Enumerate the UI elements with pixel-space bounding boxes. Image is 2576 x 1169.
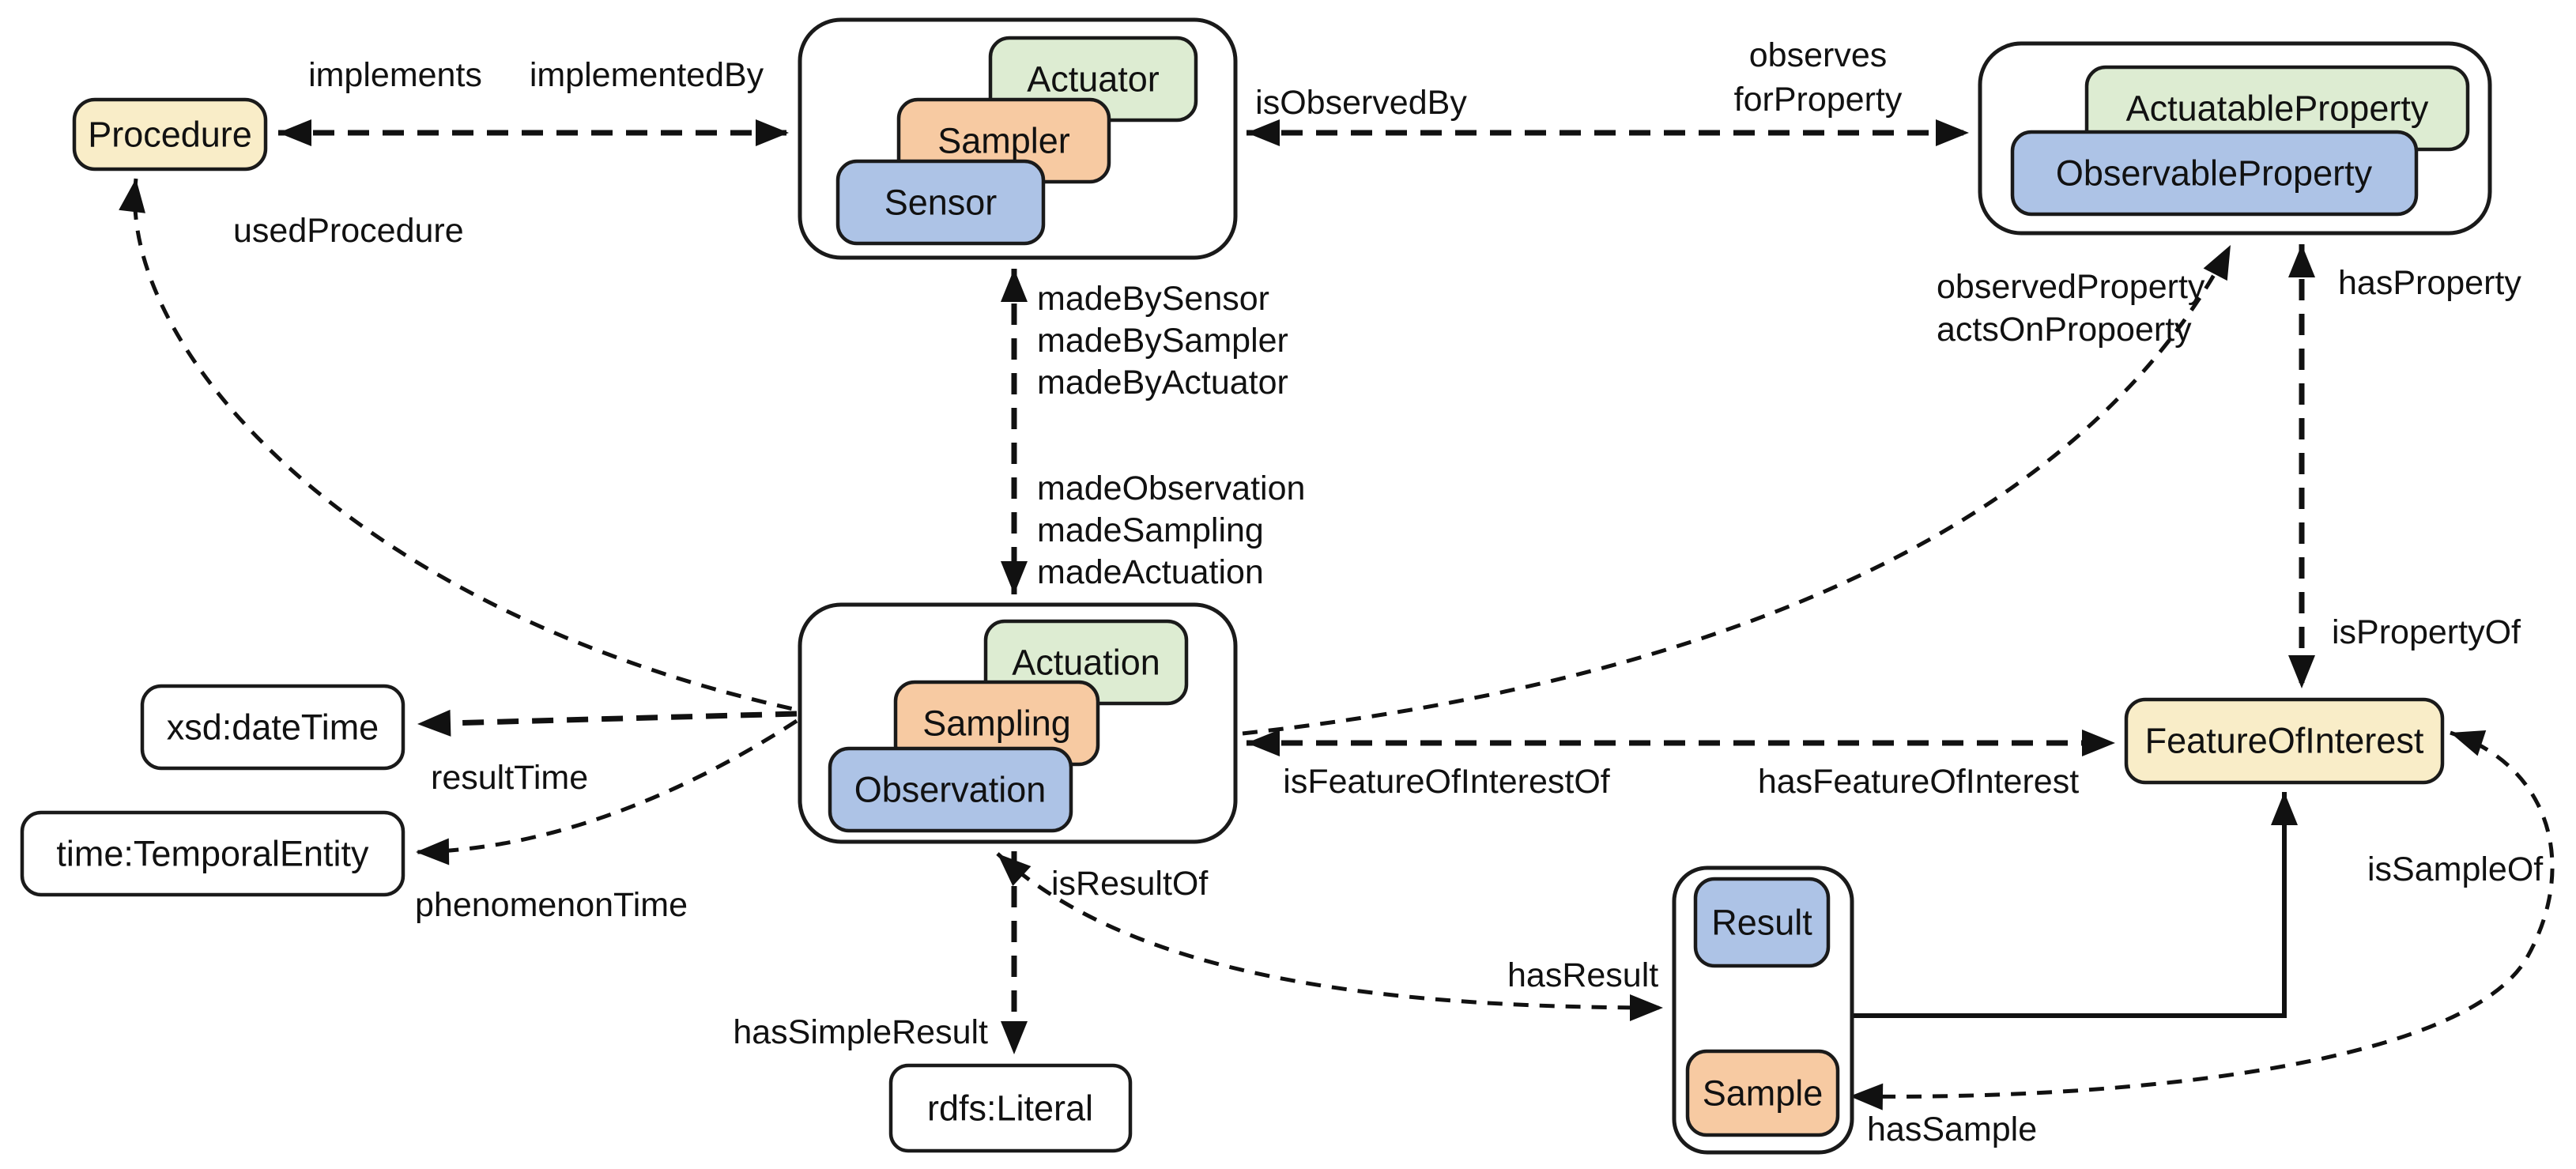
phenomenon-time-label: phenomenonTime bbox=[415, 886, 688, 924]
time-temporal-entity-label: time:TemporalEntity bbox=[56, 834, 369, 874]
rdfs-literal-node bbox=[888, 1063, 1133, 1153]
result-time-label: resultTime bbox=[431, 759, 588, 797]
procedure-label: Procedure bbox=[88, 115, 252, 155]
used-procedure-label: usedProcedure bbox=[233, 212, 464, 250]
is-observed-by-label: isObservedBy bbox=[1255, 84, 1467, 122]
actuation-label: Actuation bbox=[1012, 643, 1160, 683]
edge-has-result-arrow bbox=[996, 852, 1664, 1021]
feature-of-interest-label: FeatureOfInterest bbox=[2145, 721, 2424, 761]
sample-node bbox=[1685, 1049, 1840, 1137]
observation-node bbox=[828, 746, 1073, 833]
is-result-of-label: isResultOf bbox=[1051, 865, 1209, 903]
made-observation-label: madeObservation bbox=[1037, 469, 1305, 507]
edge-phenomenon-time-arrow bbox=[415, 718, 798, 865]
feature-of-interest-node bbox=[2124, 697, 2445, 785]
result-node bbox=[1693, 877, 1831, 968]
implemented-by-label: implementedBy bbox=[530, 56, 764, 94]
actuator-label: Actuator bbox=[1027, 59, 1160, 100]
observes-label: observes bbox=[1749, 36, 1887, 74]
actuatable-property-label: ActuatableProperty bbox=[2126, 89, 2429, 129]
observed-property-label: observedProperty bbox=[1937, 268, 2205, 306]
implements-label: implements bbox=[308, 56, 482, 94]
made-by-actuator-label: madeByActuator bbox=[1037, 364, 1288, 402]
sampling-label: Sampling bbox=[922, 703, 1071, 744]
xsd-datetime-label: xsd:dateTime bbox=[167, 707, 379, 748]
edge-is-sample-of-arrow bbox=[1849, 730, 2555, 1111]
time-temporal-entity-node bbox=[20, 810, 405, 897]
sample-label: Sample bbox=[1703, 1073, 1824, 1114]
has-feature-of-interest-label: hasFeatureOfInterest bbox=[1758, 763, 2079, 801]
acts-on-property-label: actsOnPropoerty bbox=[1937, 311, 2192, 349]
rdfs-literal-label: rdfs:Literal bbox=[927, 1088, 1093, 1129]
edge-sample-to-foi-arrow bbox=[1756, 792, 2298, 1018]
observation-label: Observation bbox=[854, 770, 1047, 810]
edge-used-procedure-arrow bbox=[119, 178, 798, 712]
is-feature-of-interest-of-label: isFeatureOfInterestOf bbox=[1283, 763, 1610, 801]
sampler-label: Sampler bbox=[937, 121, 1070, 161]
procedure-node bbox=[72, 97, 268, 172]
for-property-label: forProperty bbox=[1734, 81, 1903, 119]
has-result-label: hasResult bbox=[1507, 956, 1658, 994]
edge-observed-property-arrow bbox=[1242, 243, 2233, 736]
made-actuation-label: madeActuation bbox=[1037, 553, 1264, 591]
made-by-sensor-label: madeBySensor bbox=[1037, 280, 1269, 318]
has-property-label: hasProperty bbox=[2338, 264, 2521, 302]
edge-result-time-arrow bbox=[417, 709, 798, 737]
made-by-sampler-label: madeBySampler bbox=[1037, 322, 1288, 360]
has-simple-result-label: hasSimpleResult bbox=[733, 1013, 988, 1051]
has-sample-label: hasSample bbox=[1867, 1111, 2037, 1148]
observable-property-label: ObservableProperty bbox=[2056, 153, 2373, 194]
is-sample-of-label: isSampleOf bbox=[2367, 850, 2544, 888]
made-sampling-label: madeSampling bbox=[1037, 511, 1264, 549]
xsd-datetime-node bbox=[140, 684, 405, 771]
result-label: Result bbox=[1711, 903, 1812, 943]
is-property-of-label: isPropertyOf bbox=[2332, 613, 2521, 651]
observable-property-node bbox=[2010, 130, 2419, 217]
sensor-node bbox=[835, 159, 1046, 246]
sensor-label: Sensor bbox=[884, 183, 998, 223]
